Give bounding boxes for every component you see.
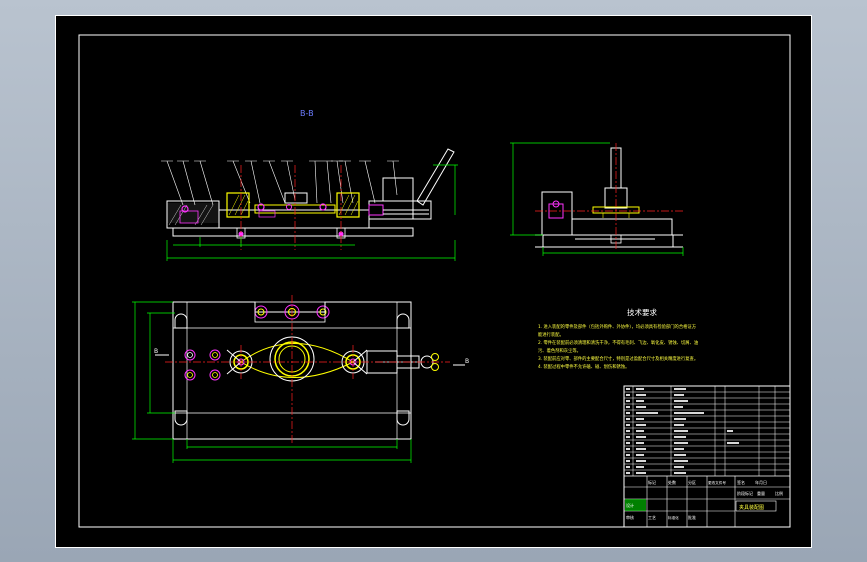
tech-note-1b: 能进行装配。 xyxy=(538,331,564,338)
tb-header-6: 年月日 xyxy=(755,479,767,485)
right-cylinder xyxy=(382,177,414,202)
tb-row-approve: 批准 xyxy=(688,514,696,520)
hatch-left xyxy=(168,204,214,226)
plan-dimensions xyxy=(132,301,412,463)
side-centerline xyxy=(535,143,683,251)
tb-row-design: 设计 xyxy=(626,502,634,508)
side-support-block xyxy=(541,191,573,236)
tech-note-4: 4. 装配过程中零件不允许磕、碰、划伤和锈蚀。 xyxy=(538,363,629,370)
tech-note-3: 3. 装配前应对零、部件的主要配合尺寸，特别是过盈配合尺寸及相关精度进行复查。 xyxy=(538,355,698,362)
plan-centerlines xyxy=(165,295,450,445)
tech-note-2b: 污、着色剂和灰尘等。 xyxy=(538,347,581,354)
sheet-outer-border xyxy=(55,15,812,548)
centre-top-block xyxy=(284,192,308,204)
yellow-bushing-right xyxy=(336,192,360,218)
left-bolt-magenta xyxy=(181,205,189,213)
plan-workpiece xyxy=(226,336,368,382)
left-holes xyxy=(184,349,221,381)
drawing-canvas[interactable]: B-B xyxy=(55,15,812,548)
tb-col-scale: 比例 xyxy=(775,490,783,496)
tb-row-standard: 标准化 xyxy=(668,515,679,520)
side-dimensions xyxy=(510,142,684,256)
side-base-plate xyxy=(571,218,673,236)
handle-lever[interactable] xyxy=(416,148,455,206)
title-block-grid xyxy=(624,475,790,527)
section-label: B-B xyxy=(300,109,314,118)
tb-header-1: 标记 xyxy=(648,479,656,485)
yellow-bushing-left xyxy=(226,192,250,218)
tb-col-weight: 重量 xyxy=(757,490,765,496)
tb-header-3: 分区 xyxy=(688,479,696,485)
technical-requirements: 技术要求 1. 进入装配的零件及部件（包括外购件、外协件），均必须具有检验部门的… xyxy=(538,307,698,370)
front-centerlines xyxy=(240,165,342,250)
plan-view[interactable]: B B xyxy=(132,295,469,463)
tech-note-2: 2. 零件在装配前必须清理和清洗干净，不得有毛刺、飞边、氧化皮、锈蚀、切屑、油 xyxy=(538,339,698,346)
base-plate xyxy=(172,227,414,237)
title-block[interactable]: 标记 处数 分区 更改文件号 签名 年月日 设计 审核 工艺 标准化 批准 阶段… xyxy=(623,385,791,528)
parts-list-text xyxy=(626,388,739,474)
leader-lines xyxy=(166,160,398,206)
side-view[interactable] xyxy=(510,142,684,256)
section-marker-right: B xyxy=(465,358,469,365)
tech-title: 技术要求 xyxy=(627,307,657,317)
drawing-svg: B-B xyxy=(55,15,812,548)
tb-row-review: 审核 xyxy=(626,514,634,520)
front-dimensions xyxy=(166,164,458,261)
mounting-slots xyxy=(174,313,410,426)
tb-header-2: 处数 xyxy=(668,479,676,485)
parts-list-grid xyxy=(624,386,790,477)
sheet-inner-border xyxy=(78,34,791,528)
section-marker-left: B xyxy=(154,348,158,355)
tech-note-1: 1. 进入装配的零件及部件（包括外购件、外协件），均必须具有检验部门的合格证方 xyxy=(538,323,697,330)
drawing-name: 夹具装配图 xyxy=(739,504,764,511)
top-holes xyxy=(254,301,330,323)
front-section-view[interactable] xyxy=(161,148,458,261)
tb-row-process: 工艺 xyxy=(648,515,656,520)
tb-header-5: 签名 xyxy=(737,479,745,485)
tb-col-stage: 阶段标记 xyxy=(737,490,753,496)
tb-header-4: 更改文件号 xyxy=(708,480,726,485)
